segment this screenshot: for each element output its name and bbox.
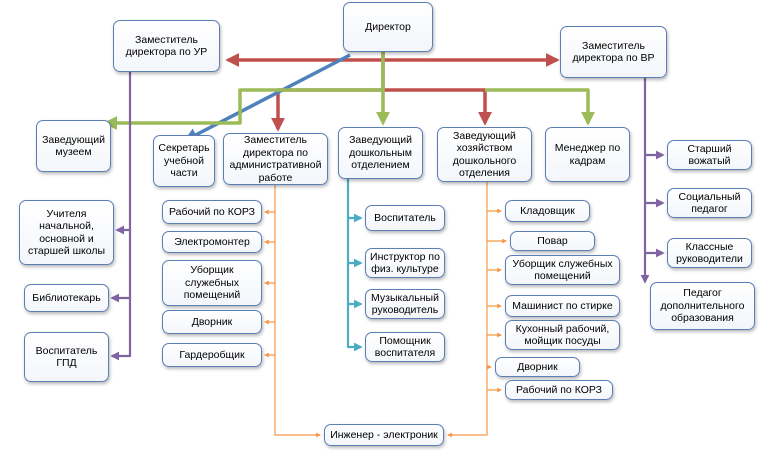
node-korz-worker-2: Рабочий по КОРЗ (505, 380, 613, 400)
node-extra-ed: Педагог дополнительного образования (650, 282, 755, 330)
edge-head_household-to-storekeeper (486, 182, 502, 214)
edge-head_preschool-to-assistant_educator (346, 304, 363, 352)
edge-director-to-head_household (383, 88, 492, 126)
edge-dep_ur-to-librarian (110, 230, 132, 303)
edge-dep_admin-to-electrician (264, 212, 276, 245)
edge-dep_admin-to-cleaner_1 (264, 242, 276, 286)
node-cleaner-2: Уборщик служебных помещений (505, 255, 620, 285)
edge-head_household-to-laundry (486, 270, 502, 309)
node-dep-vr: Заместитель директора по ВР (560, 26, 667, 78)
edge-director-to-museum (103, 52, 385, 130)
node-laundry: Машинист по стирке (505, 295, 620, 317)
node-gpd-teacher: Воспитатель ГПД (24, 332, 109, 382)
node-assistant-educator: Помощник воспитателя (365, 332, 445, 362)
node-engineer: Инженер - электроник (324, 424, 444, 446)
edge-director-to-secretary (183, 53, 351, 142)
node-senior-counselor: Старший вожатый (667, 140, 752, 170)
edge-dep_admin-to-engineer (274, 355, 321, 438)
node-janitor-1: Дворник (162, 310, 262, 334)
node-dep-admin: Заместитель директора по административно… (223, 133, 328, 185)
edge-head_preschool-to-pe_instructor (346, 218, 363, 268)
node-educator: Воспитатель (365, 205, 445, 231)
node-social-pedagogue: Социальный педагог (667, 188, 752, 218)
edge-head_household-to-cleaner_2 (486, 241, 502, 273)
node-hr-manager: Менеджер по кадрам (545, 127, 630, 182)
node-dep-ur: Заместитель директора по УР (113, 20, 220, 72)
edge-head_household-to-cook (486, 211, 507, 244)
node-janitor-2: Дворник (495, 357, 580, 377)
node-director: Директор (343, 2, 433, 52)
edge-dep_admin-to-korz_worker_1 (264, 185, 276, 215)
edge-head_preschool-to-music_director (346, 263, 363, 309)
node-pe-instructor: Инструктор по физ. культуре (365, 248, 445, 278)
edge-director-to-hr_manager (485, 88, 595, 126)
node-secretary: Секретарь учебной части (153, 135, 215, 187)
node-head-preschool: Заведующий дошкольным отделением (338, 127, 423, 179)
node-cloakroom: Гардеробщик (162, 343, 262, 367)
edge-head_household-to-kitchen_worker (486, 306, 502, 338)
edge-dep_admin-to-janitor_1 (264, 283, 276, 325)
node-storekeeper: Кладовщик (505, 200, 590, 222)
edge-dep_vr-to-senior_counselor (643, 78, 665, 160)
node-korz-worker-1: Рабочий по КОРЗ (162, 200, 262, 224)
node-cook: Повар (510, 231, 595, 251)
edge-dep_vr-to-social_pedagogue (643, 155, 665, 208)
node-museum: Заведующий музеем (36, 120, 111, 172)
edge-dep_ur-to-teachers (115, 72, 132, 235)
node-head-household: Заведующий хозяйством дошкольного отделе… (437, 127, 532, 182)
edge-head_preschool-to-educator (346, 179, 363, 223)
edge-head_household-to-engineer (447, 390, 488, 438)
node-kitchen-worker: Кухонный рабочий, мойщик посуды (505, 320, 620, 350)
edge-dep_ur-to-gpd_teacher (110, 298, 132, 361)
node-class-teachers: Классные руководители (667, 238, 752, 268)
node-librarian: Библиотекарь (24, 284, 109, 312)
node-cleaner-1: Уборщик служебных помещений (162, 260, 262, 306)
node-teachers: Учителя начальной, основной и старшей шк… (19, 200, 114, 265)
edge-dep_vr-to-class_teachers (643, 203, 665, 258)
edge-head_household-to-janitor_2 (486, 335, 492, 370)
node-electrician: Электромонтер (162, 231, 262, 253)
edge-dep_admin-to-cloakroom (264, 322, 276, 358)
node-music-director: Музыкальный руководитель (365, 289, 445, 319)
